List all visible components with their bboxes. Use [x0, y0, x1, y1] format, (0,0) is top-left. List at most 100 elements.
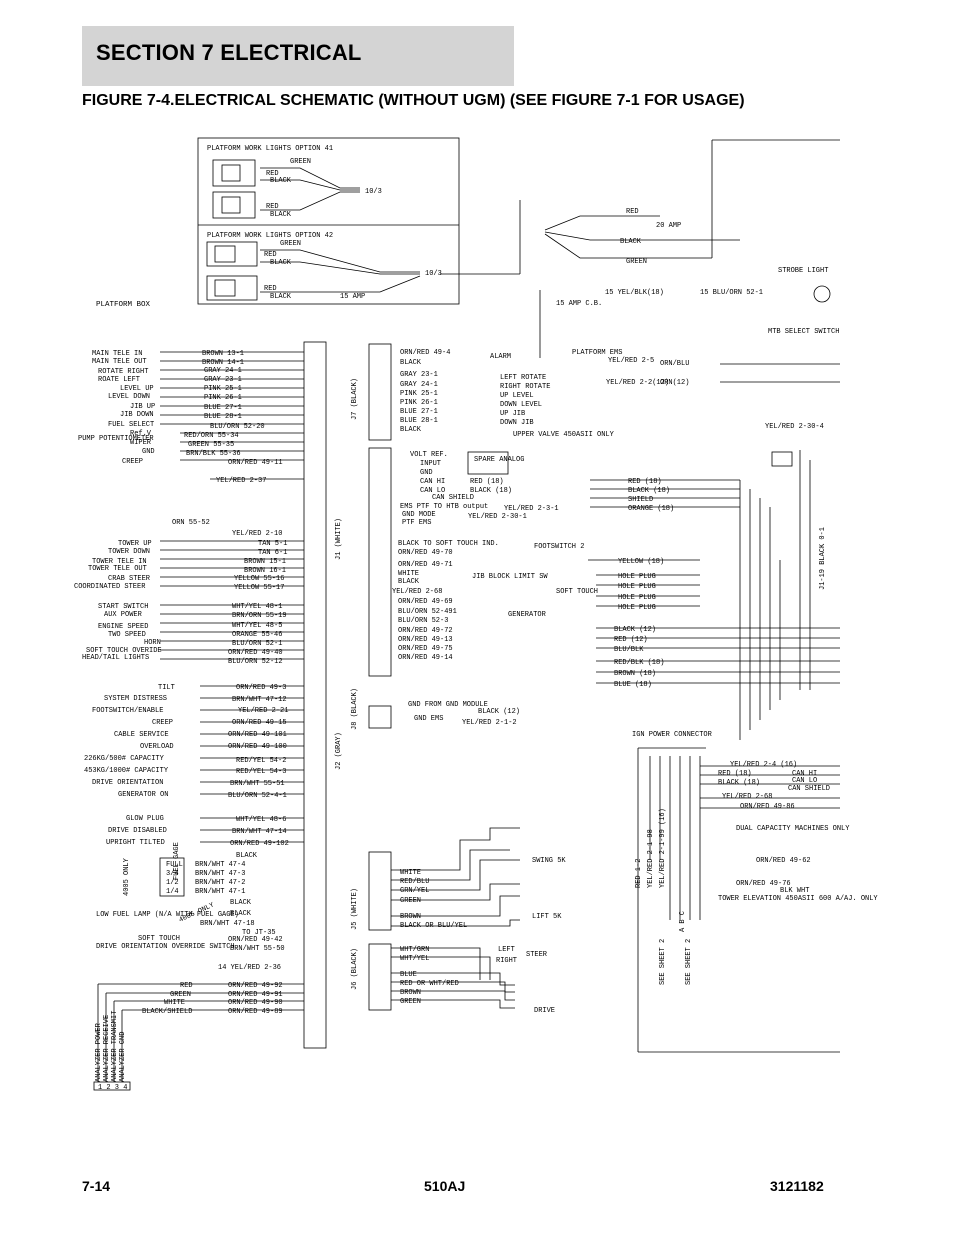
- j1r-wire-18: ORN/RED 49-72: [398, 627, 453, 635]
- j1r-wire-19: ORN/RED 49-13: [398, 636, 453, 644]
- lift-pot-label: LIFT 5K: [532, 913, 562, 921]
- analyzer-power: ANALYZER POWER: [95, 1022, 103, 1082]
- j2-wire-0: ORN/RED 49-3: [236, 684, 286, 692]
- pump-potentiometer-label: PUMP POTENTIOMETER: [78, 435, 154, 443]
- j1-wire-2: GRAY 24-1: [204, 367, 242, 375]
- j1-func-8: FUEL SELECT: [108, 421, 154, 429]
- figure-title: FIGURE 7-4.ELECTRICAL SCHEMATIC (WITHOUT…: [82, 92, 745, 109]
- j8-black12: BLACK (12): [478, 708, 520, 716]
- j2-func-11: DRIVE DISABLED: [108, 827, 167, 835]
- j1-func-20: AUX POWER: [104, 611, 143, 619]
- j1-wire-6: BLUE 27-1: [204, 404, 242, 412]
- ll-black-2: BLACK: [230, 910, 252, 918]
- cable-10-3-2: 10/3: [425, 270, 442, 278]
- j1r-wire-13: BLACK: [398, 578, 420, 586]
- j2-wire-1: BRN/WHT 47-12: [232, 696, 287, 704]
- an-wire-2: WHITE: [164, 999, 185, 1007]
- section-title: SECTION 7 ELECTRICAL: [96, 40, 362, 65]
- j1-func-16: TOWER TELE OUT: [88, 565, 147, 573]
- orn-49-62: ORN/RED 49-62: [756, 857, 811, 865]
- j1r-wire-4: CAN LO: [420, 487, 445, 495]
- j5-wire-4: BROWN: [400, 913, 421, 921]
- j1-wire-24: WHT/YEL 48-5: [232, 622, 282, 630]
- j1-wire-23: BRN/ORN 55-19: [232, 612, 287, 620]
- brn-55-50: BRN/WHT 55-50: [230, 945, 285, 953]
- j1-wire-20: YELLOW 55-16: [234, 575, 284, 583]
- j2-wire-10: WHT/YEL 48-6: [236, 816, 286, 824]
- footswitch2-label: FOOTSWITCH 2: [534, 543, 584, 551]
- j1r-wire-10: ORN/RED 49-70: [398, 549, 453, 557]
- platform-box-label: PLATFORM BOX: [96, 301, 151, 309]
- j6-wires: WHT/GRN WHT/YEL BLUE RED OR WHT/RED BROW…: [400, 946, 459, 1006]
- an-wire-3: BLACK/SHIELD: [142, 1008, 192, 1016]
- j1-func-2: ROTATE RIGHT: [98, 368, 148, 376]
- drive-label: DRIVE: [534, 1007, 555, 1015]
- option-4005-a: 4005 ONLY: [123, 857, 131, 896]
- ign-power-label: IGN POWER CONNECTOR: [632, 731, 713, 739]
- j5-wire-2: GRN/YEL: [400, 887, 429, 895]
- fuel-gage-label: FUEL GAGE: [173, 842, 181, 880]
- j6-wire-1: WHT/YEL: [400, 955, 429, 963]
- abc-label: A B C: [679, 911, 687, 932]
- j1-func-12: CREEP: [122, 458, 143, 466]
- j2-wire-2: YEL/RED 2-21: [238, 707, 288, 715]
- j1-wire-1: BROWN 14-1: [202, 359, 244, 367]
- j1-wire-11: BRN/BLK 55-36: [186, 450, 241, 458]
- j1-wire-21: YELLOW 55-17: [234, 584, 284, 592]
- j7-func-0: ALARM: [490, 353, 511, 361]
- j1r-wire-8: PTF EMS: [402, 519, 431, 527]
- rc-wire-7: HOLE PLUG: [618, 594, 656, 602]
- j1-func-25: HEAD/TAIL LIGHTS: [82, 654, 149, 662]
- j1r-wire-16: BLU/ORN 52-491: [398, 608, 457, 616]
- j1-wire-15: YEL/RED 2-10: [232, 530, 282, 538]
- j7-wire-7: BLUE 28-1: [400, 417, 438, 425]
- j7-wire-3: GRAY 24-1: [400, 381, 438, 389]
- j6-wire-0: WHT/GRN: [400, 946, 429, 954]
- j1r-yelred230: YEL/RED 2-30-1: [468, 513, 527, 521]
- fuel-3-4: 3/4: [166, 870, 179, 878]
- analyzer-leads: [97, 983, 304, 1082]
- rc-wire-1: BLACK (18): [628, 487, 670, 495]
- an-orn-2: ORN/RED 49-90: [228, 999, 283, 1007]
- ign-wire-0: YEL/RED 2-4 (16): [730, 761, 797, 769]
- j1r-wire-3: CAN HI: [420, 478, 445, 486]
- gnd-ems-label: GND EMS: [414, 715, 443, 723]
- j7-wire-2: GRAY 23-1: [400, 371, 438, 379]
- j1-func-9: Ref.V: [130, 430, 152, 438]
- analyzer-pins: 1 2 3 4: [98, 1084, 127, 1092]
- main-module-block: [303, 341, 327, 1049]
- j1-wire-27: ORN/RED 49-40: [228, 649, 283, 657]
- j5-wire-0: WHITE: [400, 869, 421, 877]
- j1-func-5: LEVEL DOWN: [108, 393, 150, 401]
- j6-harness: [391, 947, 515, 1009]
- can-hi-label: CAN HI: [792, 770, 817, 778]
- fuel-1-2: 1/2: [166, 879, 179, 887]
- j2-wire-13: BLACK: [236, 852, 258, 860]
- j7-wire-8: BLACK: [400, 426, 422, 434]
- j1r-wire-11: ORN/RED 49-71: [398, 561, 453, 569]
- j6-connector-label: J6 (BLACK): [351, 948, 359, 990]
- footer-page-number: 7-14: [82, 1178, 111, 1194]
- j2-func-10: GLOW PLUG: [126, 815, 164, 823]
- fuel-wire-0: BRN/WHT 47-4: [195, 861, 245, 869]
- j1-wire-28: BLU/ORN 52-12: [228, 658, 283, 666]
- j2-functions: TILT SYSTEM DISTRESS FOOTSWITCH/ENABLE C…: [84, 684, 175, 847]
- gnd-module-label: GND FROM GND MODULE: [408, 701, 488, 709]
- j1-wire-13: YEL/RED 2-37: [216, 477, 266, 485]
- j1-func-22: TWO SPEED: [108, 631, 146, 639]
- cable-10-3-1: 10/3: [365, 188, 382, 196]
- rc-wire-14: BLUE (18): [614, 681, 652, 689]
- j1r-wire-2: GND: [420, 469, 433, 477]
- ems-wire-1: YEL/RED 2-5: [608, 357, 654, 365]
- ign-wire-1: RED (18): [718, 770, 752, 778]
- ign-wire-4: ORN/RED 49-86: [740, 803, 795, 811]
- j1-func-19: START SWITCH: [98, 603, 148, 611]
- dual-capacity-label: DUAL CAPACITY MACHINES ONLY: [736, 825, 850, 833]
- analyzer-receive: ANALYZER RECEIVE: [103, 1015, 111, 1082]
- j2-leads: [200, 685, 304, 843]
- j6-wire-2: BLUE: [400, 971, 417, 979]
- j1r-wire-15: ORN/RED 49-69: [398, 598, 453, 606]
- j1-wire-17: TAN 6-1: [258, 549, 287, 557]
- green-wire-label: GREEN: [626, 258, 647, 266]
- j5-wire-3: GREEN: [400, 897, 421, 905]
